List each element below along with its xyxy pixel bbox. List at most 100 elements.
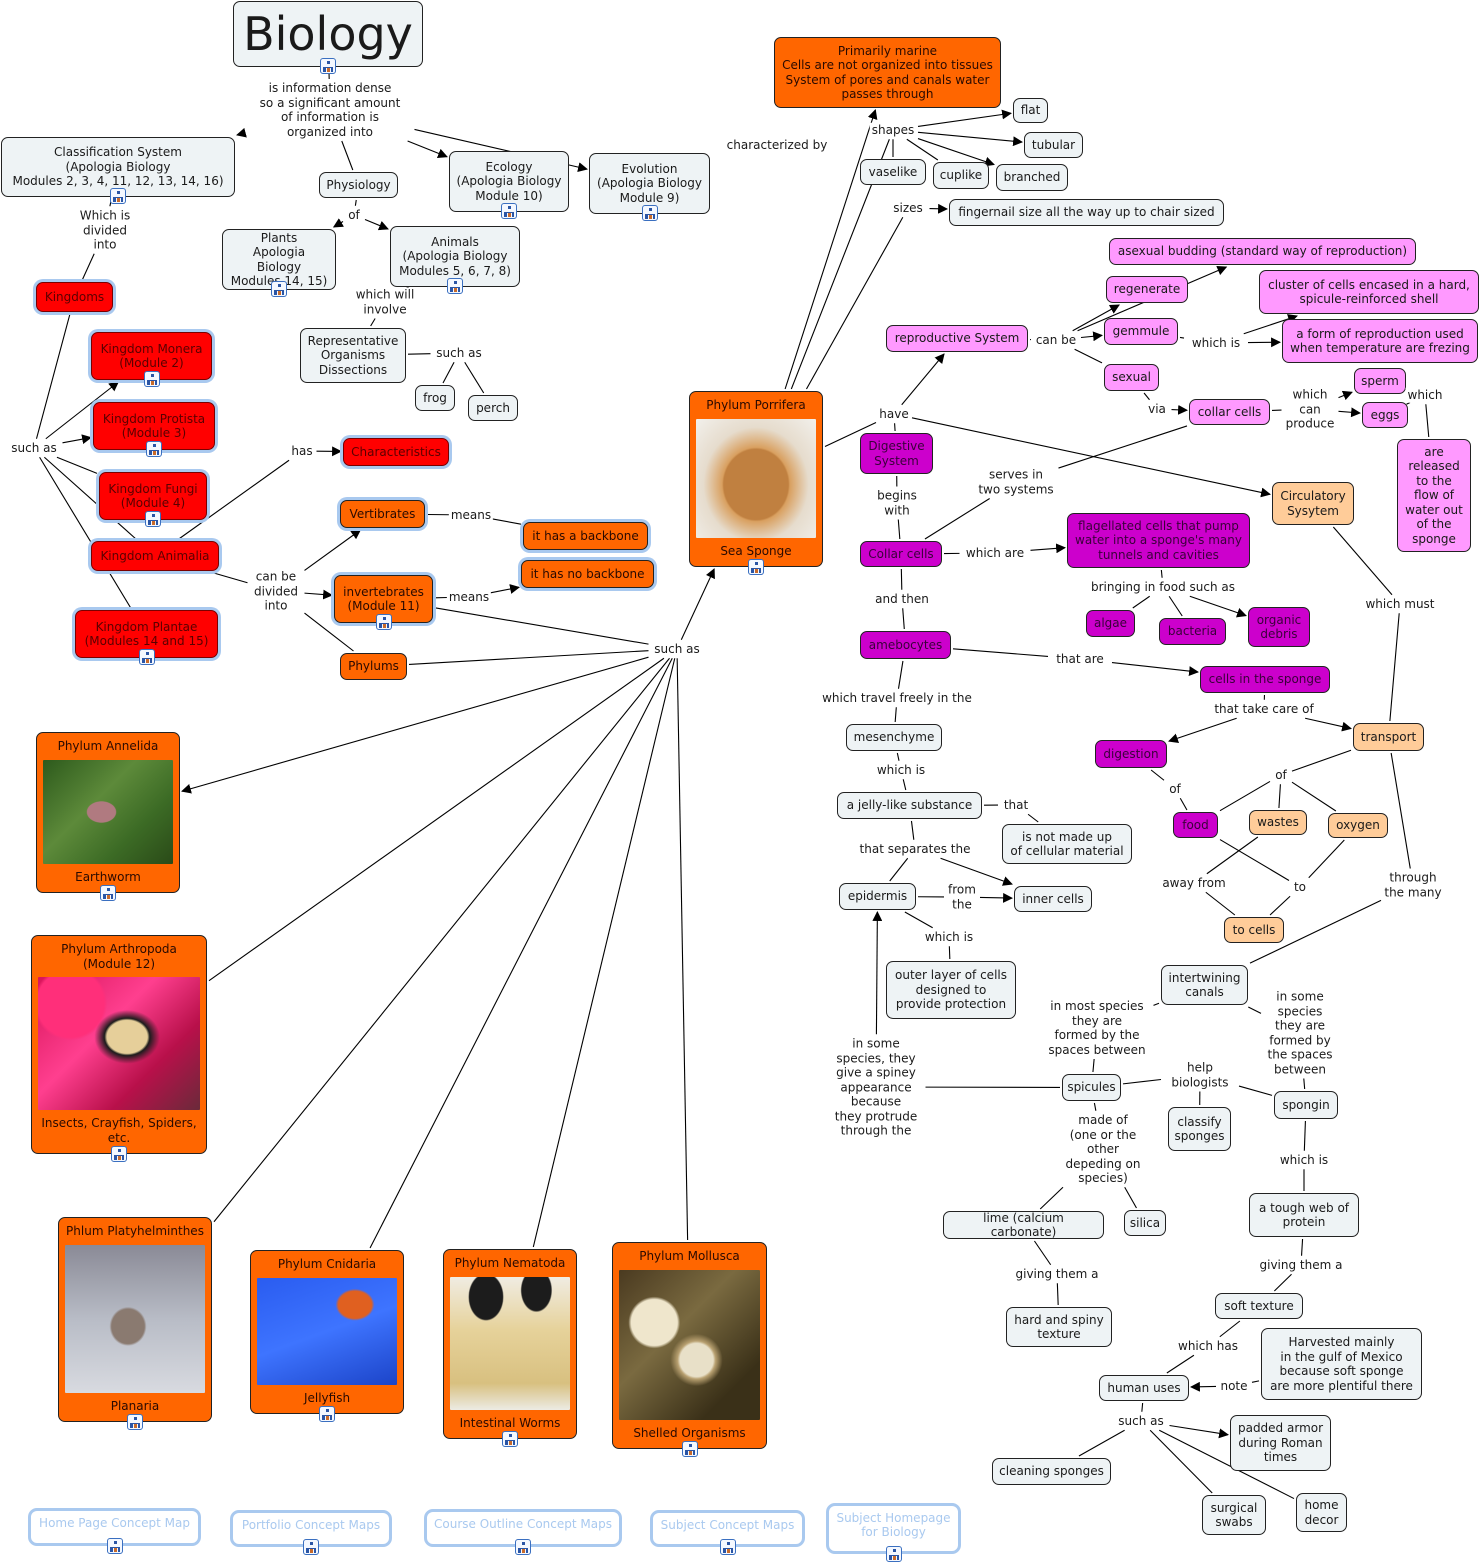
- concept-node-lime[interactable]: lime (calcium carbonate): [943, 1211, 1104, 1239]
- concept-map-link-icon[interactable]: [106, 1538, 123, 1554]
- concept-node-phylums[interactable]: Phylums: [340, 653, 407, 680]
- concept-node-tough-web[interactable]: a tough web of protein: [1249, 1193, 1359, 1237]
- concept-map-link-icon[interactable]: [375, 614, 392, 630]
- concept-node-silica[interactable]: silica: [1124, 1210, 1166, 1236]
- concept-node-amebocytes[interactable]: amebocytes: [860, 631, 951, 659]
- concept-node-vertibrates[interactable]: Vertibrates: [340, 500, 425, 528]
- concept-node-food[interactable]: food: [1173, 812, 1218, 838]
- concept-node-backbone[interactable]: it has a backbone: [523, 522, 648, 550]
- concept-node-outer-layer[interactable]: outer layer of cells designed to provide…: [886, 961, 1016, 1019]
- concept-node-collar-purple[interactable]: Collar cells: [860, 541, 942, 567]
- concept-map-link-icon[interactable]: [641, 205, 658, 221]
- concept-node-not-cellular[interactable]: is not made up of cellular material: [1002, 824, 1132, 864]
- concept-node-algae[interactable]: algae: [1086, 610, 1135, 637]
- concept-node-kingdoms[interactable]: Kingdoms: [36, 282, 113, 312]
- nav-link-portfolio[interactable]: Portfolio Concept Maps: [230, 1510, 392, 1547]
- concept-node-flagellated[interactable]: flagellated cells that pump water into a…: [1067, 513, 1250, 568]
- concept-map-link-icon[interactable]: [885, 1546, 902, 1562]
- concept-node-invertebrates[interactable]: invertebrates (Module 11): [334, 575, 433, 623]
- concept-node-characteristics[interactable]: Characteristics: [343, 438, 449, 466]
- concept-map-link-icon[interactable]: [110, 188, 126, 204]
- phylum-card-arthropoda[interactable]: Phylum Arthropoda (Module 12)Insects, Cr…: [31, 935, 207, 1154]
- concept-node-classification[interactable]: Classification System (Apologia Biology …: [1, 137, 235, 197]
- concept-node-vaselike[interactable]: vaselike: [860, 159, 926, 185]
- concept-node-frog[interactable]: frog: [415, 385, 455, 411]
- concept-node-cluster[interactable]: cluster of cells encased in a hard, spic…: [1259, 270, 1479, 314]
- concept-node-physiology[interactable]: Physiology: [319, 172, 398, 198]
- concept-node-eggs[interactable]: eggs: [1362, 402, 1408, 428]
- concept-node-perch[interactable]: perch: [468, 395, 518, 421]
- concept-node-sperm[interactable]: sperm: [1354, 368, 1406, 394]
- concept-map-link-icon[interactable]: [100, 885, 116, 901]
- concept-map-link-icon[interactable]: [502, 1431, 518, 1447]
- concept-node-sexual[interactable]: sexual: [1104, 364, 1159, 391]
- concept-node-wastes[interactable]: wastes: [1249, 810, 1307, 835]
- concept-node-spicules[interactable]: spicules: [1062, 1074, 1121, 1101]
- concept-node-mesenchyme[interactable]: mesenchyme: [846, 724, 942, 751]
- concept-node-to-cells[interactable]: to cells: [1224, 917, 1284, 943]
- concept-map-link-icon[interactable]: [719, 1539, 736, 1555]
- concept-node-human-uses[interactable]: human uses: [1099, 1375, 1189, 1401]
- concept-node-digestive[interactable]: Digestive System: [860, 433, 933, 474]
- concept-map-link-icon[interactable]: [515, 1539, 531, 1555]
- concept-map-link-icon[interactable]: [145, 511, 161, 527]
- concept-node-tubular[interactable]: tubular: [1024, 132, 1083, 158]
- concept-node-soft-texture[interactable]: soft texture: [1215, 1293, 1303, 1319]
- concept-node-animalia[interactable]: Kingdom Animalia: [91, 541, 219, 571]
- concept-node-porifera-traits[interactable]: Primarily marine Cells are not organized…: [774, 37, 1001, 108]
- concept-node-repro[interactable]: reproductive System: [886, 325, 1028, 352]
- concept-node-asexual[interactable]: asexual budding (standard way of reprodu…: [1109, 238, 1416, 265]
- concept-map-link-icon[interactable]: [501, 203, 517, 219]
- concept-map-link-icon[interactable]: [320, 58, 336, 74]
- concept-node-armor[interactable]: padded armor during Roman times: [1230, 1415, 1331, 1471]
- concept-node-rep-org[interactable]: Representative Organisms Dissections: [300, 328, 406, 383]
- concept-node-flat[interactable]: flat: [1013, 98, 1048, 123]
- concept-node-animals[interactable]: Animals (Apologia Biology Modules 5, 6, …: [390, 226, 520, 287]
- concept-node-canals[interactable]: intertwining canals: [1161, 965, 1248, 1005]
- concept-map-link-icon[interactable]: [748, 559, 764, 575]
- concept-node-biology[interactable]: Biology: [233, 1, 423, 67]
- concept-node-transport[interactable]: transport: [1353, 723, 1424, 751]
- concept-map-link-icon[interactable]: [681, 1441, 698, 1457]
- concept-map-link-icon[interactable]: [143, 371, 160, 387]
- concept-node-cuplike[interactable]: cuplike: [933, 162, 989, 189]
- concept-node-cleaning[interactable]: cleaning sponges: [992, 1458, 1111, 1485]
- concept-node-collar-pink[interactable]: collar cells: [1189, 399, 1270, 425]
- concept-map-link-icon[interactable]: [146, 441, 162, 457]
- concept-node-branched[interactable]: branched: [996, 164, 1068, 191]
- concept-map-link-icon[interactable]: [271, 281, 287, 297]
- concept-node-swabs[interactable]: surgical swabs: [1202, 1495, 1266, 1535]
- concept-node-spongin[interactable]: spongin: [1274, 1091, 1338, 1119]
- concept-node-epidermis[interactable]: epidermis: [839, 883, 916, 910]
- concept-node-decor[interactable]: home decor: [1296, 1493, 1347, 1532]
- concept-node-oxygen[interactable]: oxygen: [1328, 813, 1388, 838]
- concept-node-regenerate[interactable]: regenerate: [1106, 276, 1188, 303]
- concept-map-link-icon[interactable]: [319, 1406, 335, 1422]
- concept-node-harvested[interactable]: Harvested mainly in the gulf of Mexico b…: [1261, 1328, 1422, 1400]
- concept-node-gemmule[interactable]: gemmule: [1104, 318, 1178, 345]
- concept-node-debris[interactable]: organic debris: [1248, 607, 1310, 647]
- concept-node-ecology[interactable]: Ecology (Apologia Biology Module 10): [449, 151, 569, 212]
- concept-node-digestion[interactable]: digestion: [1095, 740, 1167, 768]
- nav-link-course[interactable]: Course Outline Concept Maps: [424, 1509, 622, 1547]
- concept-node-released[interactable]: are released to the flow of water out of…: [1397, 439, 1471, 552]
- concept-map-link-icon[interactable]: [138, 649, 155, 665]
- concept-node-plants[interactable]: Plants Apologia Biology Modules 14, 15): [222, 229, 336, 290]
- concept-node-inner-cells[interactable]: inner cells: [1014, 886, 1092, 912]
- concept-node-classify[interactable]: classify sponges: [1168, 1107, 1231, 1151]
- concept-map-link-icon[interactable]: [447, 278, 463, 294]
- concept-node-circulatory[interactable]: Circulatory Sysytem: [1272, 482, 1354, 525]
- concept-node-bacteria[interactable]: bacteria: [1159, 618, 1226, 645]
- concept-node-jelly[interactable]: a jelly-like substance: [837, 792, 982, 819]
- concept-node-size-range[interactable]: fingernail size all the way up to chair …: [949, 199, 1224, 226]
- concept-map-link-icon[interactable]: [127, 1414, 143, 1430]
- concept-map-link-icon[interactable]: [303, 1539, 319, 1555]
- concept-node-hard-spiny[interactable]: hard and spiny texture: [1006, 1307, 1112, 1347]
- concept-node-freezing[interactable]: a form of reproduction used when tempera…: [1282, 319, 1478, 363]
